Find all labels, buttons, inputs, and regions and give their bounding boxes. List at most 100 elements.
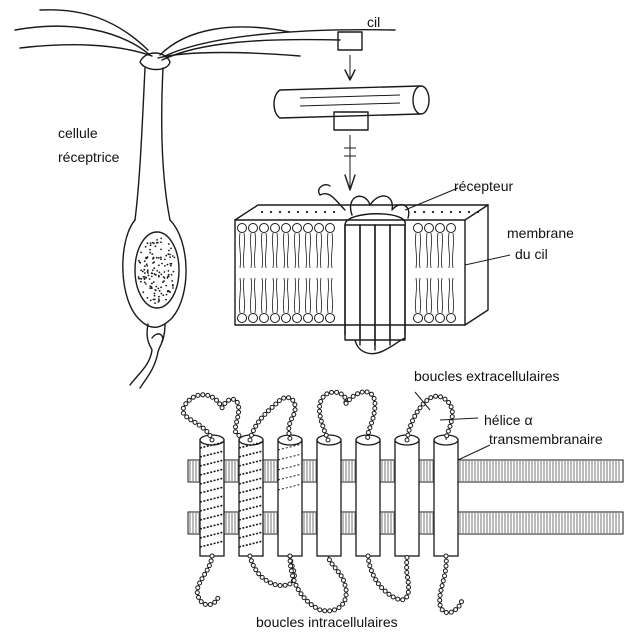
amino-acid-bead — [415, 410, 419, 414]
amino-acid-bead — [351, 394, 355, 398]
lipid-head — [238, 224, 247, 233]
amino-acid-bead — [406, 580, 410, 584]
amino-acid-bead — [260, 416, 264, 420]
amino-acid-bead — [439, 395, 443, 399]
amino-acid-bead — [288, 554, 292, 558]
surface-dot — [288, 211, 290, 213]
amino-acid-bead — [299, 592, 303, 596]
nucleus-dot — [149, 252, 151, 254]
nucleus-dot — [146, 263, 148, 265]
lipid-tail — [239, 233, 244, 268]
amino-acid-bead — [440, 584, 444, 588]
nucleus-dot — [168, 274, 170, 276]
amino-acid-bead — [236, 415, 240, 419]
amino-acid-bead — [339, 574, 343, 578]
amino-acid-bead — [372, 397, 376, 401]
nucleus-dot — [144, 260, 146, 262]
nucleus-dot — [151, 253, 153, 255]
cilium — [15, 26, 150, 55]
amino-acid-bead — [182, 411, 186, 415]
amino-acid-bead — [449, 610, 453, 614]
lipid-tail — [272, 278, 277, 313]
amino-acid-bead — [248, 438, 252, 442]
nucleus-dot — [162, 294, 164, 296]
amino-acid-bead — [220, 406, 224, 410]
amino-acid-bead — [291, 398, 295, 402]
amino-acid-bead — [443, 397, 447, 401]
amino-acid-bead — [366, 431, 370, 435]
nucleus-dot — [159, 290, 161, 292]
amino-acid-bead — [371, 573, 375, 577]
nucleus-dot — [140, 281, 142, 283]
lipid-tail — [448, 233, 453, 268]
nucleus-dot — [171, 263, 173, 265]
nucleus-dot — [164, 265, 166, 267]
amino-acid-bead — [210, 438, 214, 442]
amino-acid-bead — [448, 424, 452, 428]
amino-acid-bead — [288, 422, 292, 426]
nucleus-dot — [160, 286, 162, 288]
amino-acid-bead — [274, 402, 278, 406]
amino-acid-bead — [210, 554, 214, 558]
amino-acid-bead — [318, 608, 322, 612]
lipid-tail — [261, 278, 266, 313]
amino-acid-bead — [326, 438, 330, 442]
amino-acid-bead — [257, 420, 261, 424]
amino-acid-bead — [407, 428, 411, 432]
nucleus-dot — [168, 243, 170, 245]
nucleus-dot — [158, 257, 160, 259]
amino-acid-bead — [189, 418, 193, 422]
amino-acid-bead — [450, 415, 454, 419]
amino-acid-bead — [205, 430, 209, 434]
nucleus-dot — [147, 271, 149, 273]
amino-acid-bead — [391, 595, 395, 599]
lipid-head — [249, 314, 258, 323]
lipid-head — [249, 224, 258, 233]
nucleus-dot — [138, 276, 140, 278]
nucleus-dot — [143, 269, 145, 271]
lipid-head — [414, 224, 423, 233]
nucleus-dot — [156, 242, 158, 244]
nucleus-dot — [160, 274, 162, 276]
nucleus-dot — [145, 283, 147, 285]
lipid-tail — [283, 233, 288, 268]
nucleus-dot — [160, 293, 162, 295]
amino-acid-bead — [289, 569, 293, 573]
surface-dot — [270, 211, 272, 213]
nucleus-dot — [167, 290, 169, 292]
amino-acid-bead — [289, 564, 293, 568]
nucleus-dot — [149, 249, 151, 251]
lipid-head — [282, 314, 291, 323]
amino-acid-bead — [434, 394, 438, 398]
amino-acid-bead — [318, 404, 322, 408]
amino-acid-bead — [406, 575, 410, 579]
amino-acid-bead — [438, 593, 442, 597]
amino-acid-bead — [309, 603, 313, 607]
nucleus-dot — [150, 244, 152, 246]
nucleus-dot — [152, 262, 154, 264]
amino-acid-bead — [235, 400, 239, 404]
nucleus-dot — [154, 293, 156, 295]
lipid-head — [282, 224, 291, 233]
amino-acid-bead — [328, 609, 332, 613]
lipid-tail — [327, 278, 332, 313]
amino-acid-bead — [337, 606, 341, 610]
amino-acid-bead — [324, 433, 328, 437]
amino-acid-bead — [373, 401, 377, 405]
nucleus-dot — [172, 255, 174, 257]
nucleus-dot — [158, 264, 160, 266]
nucleus-dot — [151, 283, 153, 285]
lipid-head — [436, 314, 445, 323]
nucleus-dot — [164, 259, 166, 261]
amino-acid-bead — [405, 571, 409, 575]
nucleus-dot — [160, 238, 162, 240]
nucleus-dot — [153, 243, 155, 245]
nucleus-dot — [168, 270, 170, 272]
amino-acid-bead — [251, 429, 255, 433]
amino-acid-bead — [333, 566, 337, 570]
amino-acid-bead — [293, 403, 297, 407]
lipid-head — [315, 314, 324, 323]
amino-acid-bead — [445, 434, 449, 438]
amino-acid-bead — [330, 562, 334, 566]
label-cil: cil — [367, 14, 380, 31]
